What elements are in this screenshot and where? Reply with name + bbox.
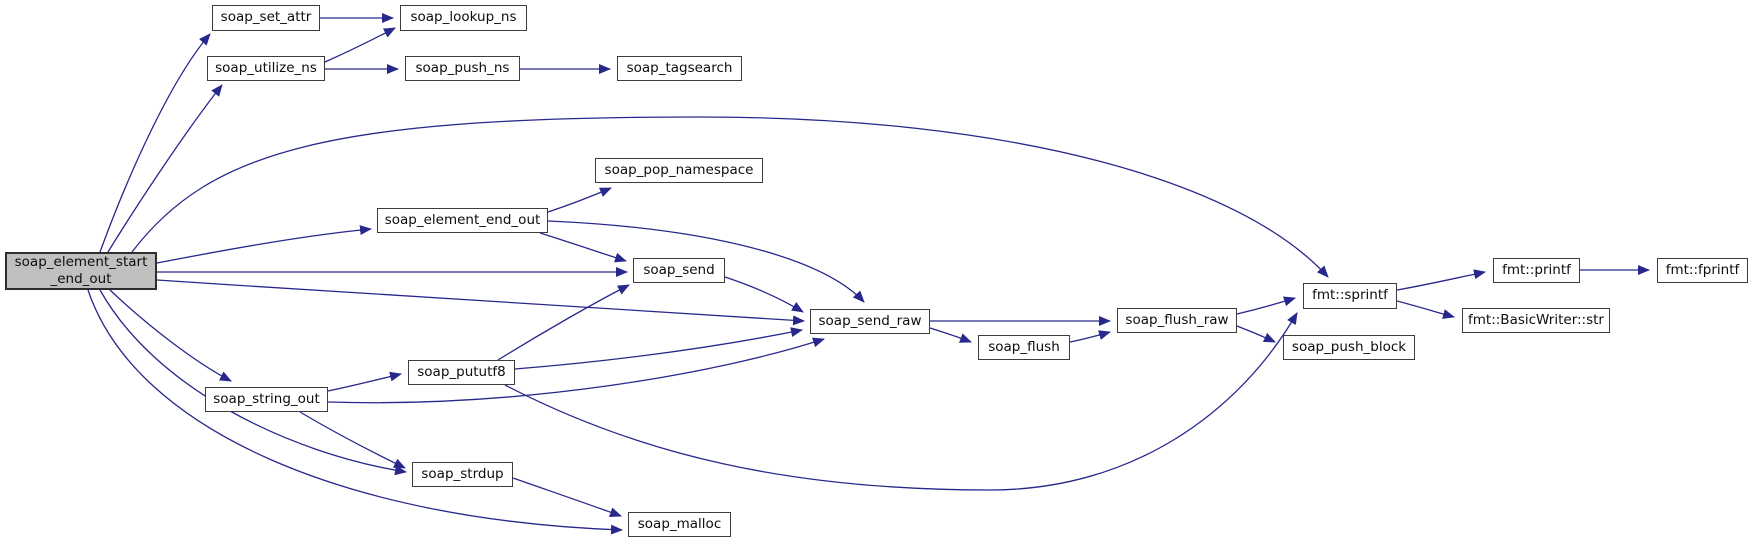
node-fmt-basicwriter-str[interactable]: fmt::BasicWriter::str [1462, 308, 1610, 333]
edge-soap-element-start-end-out-to-soap-strdup [99, 289, 407, 476]
node-soap-set-attr[interactable]: soap_set_attr [212, 5, 320, 31]
node-fmt-printf[interactable]: fmt::printf [1493, 258, 1580, 283]
node-soap-pututf8[interactable]: soap_pututf8 [408, 360, 515, 385]
node-fmt-sprintf[interactable]: fmt::sprintf [1303, 283, 1397, 309]
node-soap-push-ns[interactable]: soap_push_ns [405, 56, 520, 81]
edge-soap-pututf8-to-soap-send [497, 284, 630, 361]
node-soap-lookup-ns[interactable]: soap_lookup_ns [400, 5, 527, 31]
edge-soap-element-start-end-out-to-fmt-sprintf [131, 116, 1329, 278]
edge-fmt-sprintf-to-fmt-printf [1396, 269, 1486, 291]
node-soap-utilize-ns[interactable]: soap_utilize_ns [207, 56, 325, 81]
node-soap-malloc[interactable]: soap_malloc [628, 512, 731, 537]
edge-soap-element-start-end-out-to-soap-element-end-out [156, 225, 372, 264]
edge-soap-pututf8-to-fmt-sprintf [504, 312, 1298, 491]
node-soap-flush[interactable]: soap_flush [978, 335, 1070, 360]
node-fmt-fprintf[interactable]: fmt::fprintf [1657, 258, 1748, 283]
node-soap-tagsearch[interactable]: soap_tagsearch [617, 56, 742, 81]
node-soap-strdup[interactable]: soap_strdup [412, 462, 513, 487]
edge-soap-element-start-end-out-to-soap-send-raw [156, 279, 805, 326]
edge-fmt-sprintf-to-fmt-basicwriter-str [1396, 300, 1455, 319]
edge-soap-element-end-out-to-soap-pop-namespace [547, 187, 612, 213]
node-soap-push-block[interactable]: soap_push_block [1283, 335, 1415, 360]
edge-soap-element-start-end-out-to-soap-utilize-ns [107, 84, 223, 253]
edge-soap-element-start-end-out-to-soap-set-attr [99, 33, 211, 253]
edge-soap-pututf8-to-soap-send-raw [514, 327, 803, 370]
node-soap-element-end-out[interactable]: soap_element_end_out [377, 208, 548, 233]
edge-soap-strdup-to-soap-malloc [512, 477, 622, 517]
node-soap-string-out[interactable]: soap_string_out [205, 387, 328, 412]
edge-soap-element-start-end-out-to-soap-malloc [87, 289, 623, 535]
edge-soap-utilize-ns-to-soap-lookup-ns [324, 27, 396, 63]
node-soap-send-raw[interactable]: soap_send_raw [810, 309, 930, 334]
edge-soap-flush-raw-to-fmt-sprintf [1236, 296, 1296, 315]
node-soap-element-start-end-out[interactable]: soap_element_start _end_out [5, 252, 157, 290]
edge-soap-send-raw-to-soap-flush [929, 327, 972, 343]
edge-soap-flush-raw-to-soap-push-block [1236, 325, 1276, 343]
node-soap-send[interactable]: soap_send [633, 258, 725, 283]
edge-soap-string-out-to-soap-strdup [299, 411, 406, 469]
edge-soap-string-out-to-soap-pututf8 [327, 371, 402, 392]
edge-soap-element-start-end-out-to-soap-string-out [109, 289, 232, 382]
edge-soap-string-out-to-soap-send-raw [327, 337, 825, 404]
node-soap-flush-raw[interactable]: soap_flush_raw [1117, 308, 1237, 333]
edge-soap-flush-to-soap-flush-raw [1069, 330, 1111, 343]
node-soap-pop-namespace[interactable]: soap_pop_namespace [595, 158, 763, 183]
edge-soap-element-end-out-to-soap-send [539, 232, 627, 263]
edge-soap-send-to-soap-send-raw [724, 276, 804, 313]
